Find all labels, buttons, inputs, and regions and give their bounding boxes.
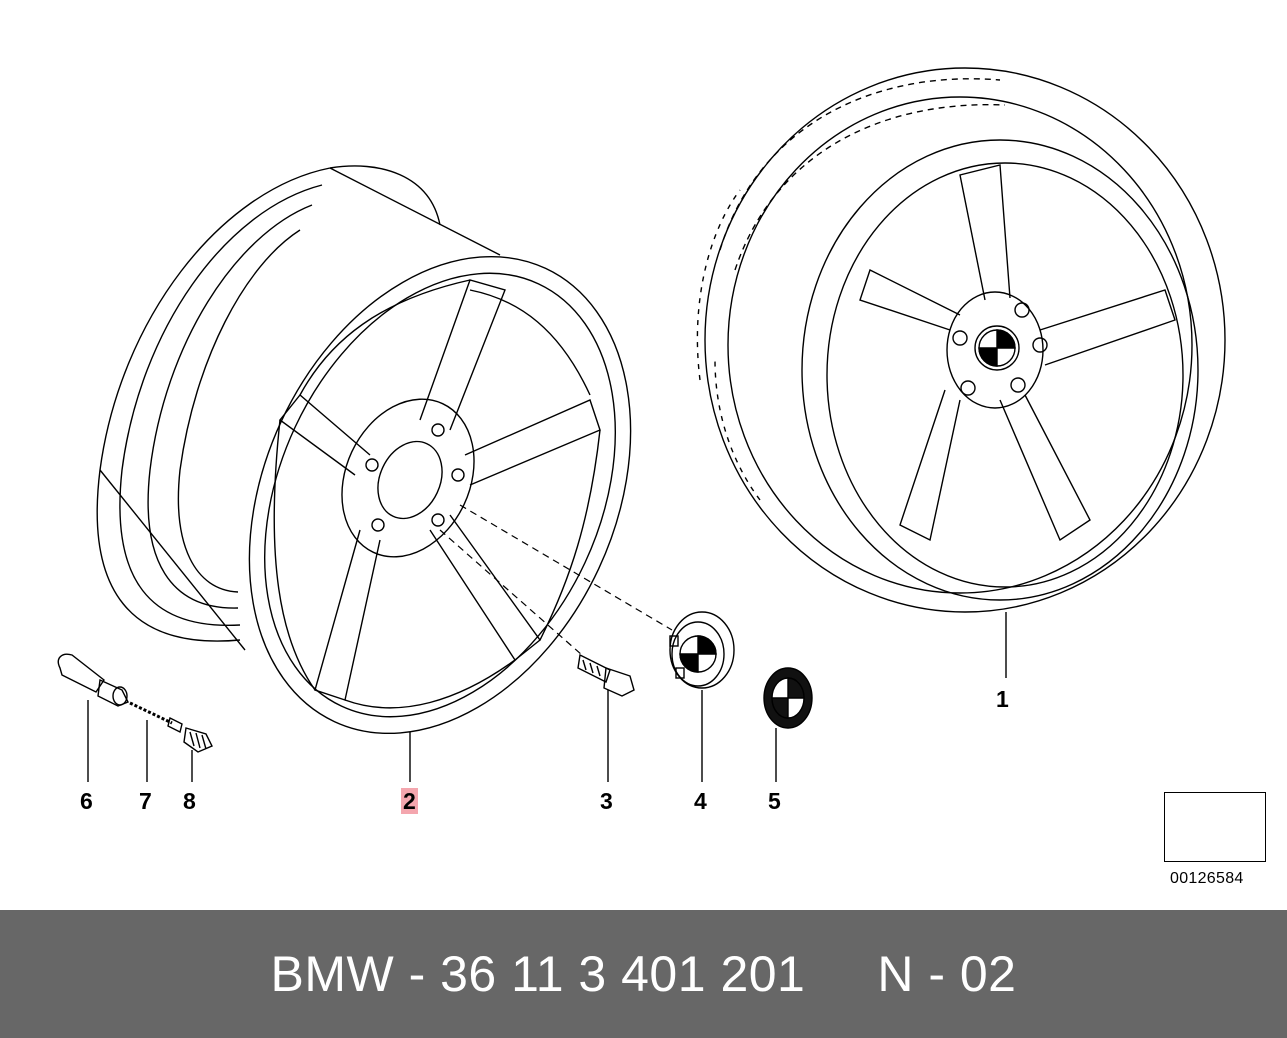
reference-box [1164, 792, 1266, 862]
callout-3: 3 [600, 788, 613, 814]
callout-2-highlighted: 2 [401, 788, 418, 814]
emblem-drawing [763, 667, 813, 729]
leader-lines [87, 612, 1007, 782]
callout-8: 8 [183, 788, 196, 814]
hub-cap-drawing [669, 611, 735, 689]
wheel-bolt-drawing [577, 653, 635, 697]
callout-6: 6 [80, 788, 93, 814]
part-number-caption: BMW - 36 11 3 401 201 N - 02 [270, 946, 1017, 1002]
callout-7: 7 [139, 788, 152, 814]
valve-drawing [57, 653, 129, 707]
valve-insert-drawing [129, 701, 183, 734]
rim-drawing [96, 165, 632, 735]
valve-cap-drawing [183, 727, 213, 753]
callout-5: 5 [768, 788, 781, 814]
reference-number: 00126584 [1170, 870, 1244, 887]
wheel-tyre-drawing [696, 67, 1226, 613]
assembly-lines [439, 504, 673, 656]
parts-diagram [57, 67, 1258, 861]
callout-1: 1 [996, 686, 1009, 712]
callout-4: 4 [694, 788, 707, 814]
footer-bar: BMW - 36 11 3 401 201 N - 02 [0, 910, 1287, 1038]
